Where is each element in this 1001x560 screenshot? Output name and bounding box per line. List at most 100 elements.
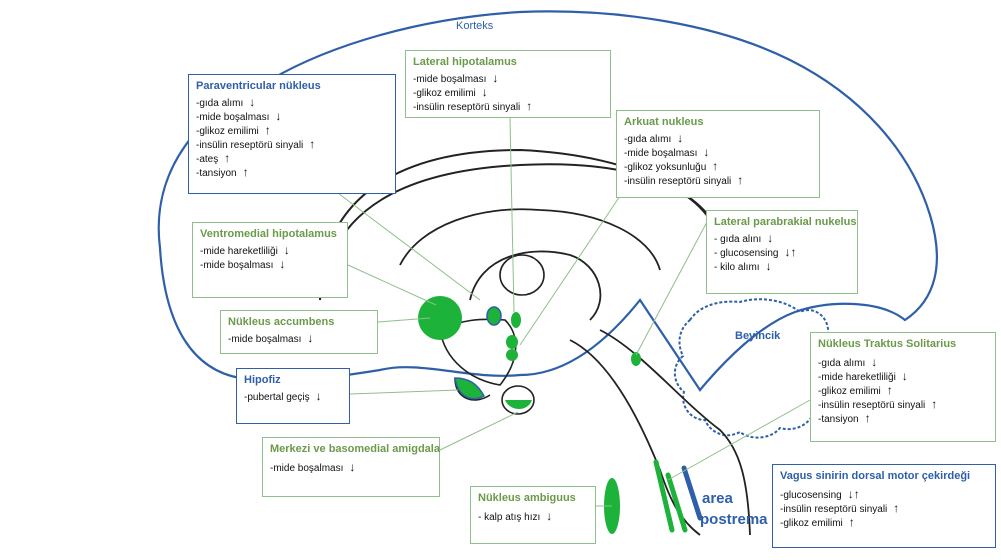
- effect-arrow-icon: ↓: [703, 145, 709, 159]
- effect-item: -glikoz emilimi↑: [196, 124, 388, 138]
- pituitary-nucleus: [455, 378, 484, 399]
- effect-text: -insülin reseptörü sinyali: [196, 140, 303, 151]
- pvn-nucleus: [487, 307, 501, 325]
- effect-list: -mide hareketliliği↓-mide boşalması↓: [200, 244, 340, 272]
- fornix: [400, 209, 660, 270]
- effect-text: - glucosensing: [714, 248, 778, 259]
- effect-item: -glikoz emilimi↑: [780, 516, 988, 530]
- effect-arrow-icon: ↑: [893, 501, 899, 515]
- effect-text: -mide boşalması: [270, 463, 343, 474]
- effect-list: - kalp atış hızı↓: [478, 510, 588, 524]
- effect-item: -gıda alımı ↓: [624, 132, 812, 146]
- effect-item: -mide boşalması ↓: [228, 332, 370, 346]
- effect-arrow-icon: ↑: [887, 383, 893, 397]
- effect-list: -gıda alımı↓-mide boşalması↓-glikoz yoks…: [624, 132, 812, 188]
- arc-nucleus-1: [506, 335, 518, 349]
- effect-arrow-icon: ↑: [224, 151, 230, 165]
- effect-text: -glikoz yoksunluğu: [624, 162, 706, 173]
- effect-arrow-icon: ↓: [275, 109, 281, 123]
- effect-list: -gıda alımı↓-mide boşalması↓-glikoz emil…: [196, 96, 388, 180]
- effect-arrow-icon: ↑: [931, 397, 937, 411]
- effect-list: -glucosensing↓↑-insülin reseptörü sinyal…: [780, 488, 988, 530]
- effect-list: -mide boşalması ↓: [228, 332, 370, 346]
- effect-text: - kilo alımı: [714, 262, 760, 273]
- lh-nucleus: [511, 312, 521, 328]
- effect-item: -gıda alımı↓: [196, 96, 388, 110]
- effect-text: -tansiyon: [196, 168, 237, 179]
- area-postrema-label-2: postrema: [700, 511, 768, 528]
- effect-item: -mide boşalması ↓: [413, 72, 603, 86]
- effect-arrow-icon: ↓: [349, 460, 355, 474]
- amygdala-nucleus: [505, 400, 532, 409]
- box-title: Lateral hipotalamus: [413, 56, 603, 68]
- effect-arrow-icon: ↓: [677, 131, 683, 145]
- effect-text: -mide boşalması: [228, 334, 301, 345]
- third-ventricle: [500, 255, 544, 295]
- effect-item: - gıda alını ↓: [714, 232, 850, 246]
- box-title: Paraventricular nükleus: [196, 80, 388, 92]
- effect-text: -glikoz emilimi: [780, 518, 843, 529]
- effect-item: -insülin reseptörü sinyali ↑: [818, 398, 988, 412]
- hipofiz-box: Hipofiz -pubertal geçiş↓: [236, 368, 350, 424]
- box-title: Ventromedial hipotalamus: [200, 228, 340, 240]
- box-title: Merkezi ve basomedial amigdala: [270, 443, 432, 455]
- effect-item: -glikoz emilimi↓: [413, 86, 603, 100]
- effect-text: -insülin reseptörü sinyali: [780, 504, 887, 515]
- vagus-box: Vagus sinirin dorsal motor çekirdeği -gl…: [772, 464, 996, 548]
- effect-item: -ateş↑: [196, 152, 388, 166]
- effect-arrow-icon: ↓: [482, 85, 488, 99]
- effect-list: -mide boşalması↓-glikoz emilimi↓-insülin…: [413, 72, 603, 114]
- effect-text: -mide boşalması: [413, 74, 486, 85]
- box-title: Vagus sinirin dorsal motor çekirdeği: [780, 470, 988, 482]
- effect-arrow-icon: ↑: [243, 165, 249, 179]
- box-title: Lateral parabrakial nukelus: [714, 216, 850, 228]
- effect-item: - kilo alımı↓: [714, 260, 850, 274]
- effect-arrow-icon: ↓: [307, 331, 313, 345]
- lateral-hipotalamus-box: Lateral hipotalamus -mide boşalması↓-gli…: [405, 50, 611, 118]
- effect-item: -mide boşalması ↓: [270, 461, 432, 475]
- box-title: Nükleus Traktus Solitarius: [818, 338, 988, 350]
- effect-list: -mide boşalması ↓: [270, 461, 432, 475]
- effect-item: - glucosensing↓↑: [714, 246, 850, 260]
- box-title: Arkuat nukleus: [624, 116, 812, 128]
- effect-text: -pubertal geçiş: [244, 392, 310, 403]
- effect-text: -mide boşalması: [196, 112, 269, 123]
- effect-text: -mide boşalması: [624, 148, 697, 159]
- effect-arrow-icon: ↓↑: [848, 487, 860, 501]
- effect-item: -tansiyon ↑: [196, 166, 388, 180]
- ventromedial-box: Ventromedial hipotalamus -mide hareketli…: [192, 222, 348, 298]
- effect-text: -insülin reseptörü sinyali: [818, 400, 925, 411]
- effect-item: - kalp atış hızı↓: [478, 510, 588, 524]
- korteks-label: Korteks: [456, 20, 493, 32]
- effect-text: -insülin reseptörü sinyali: [624, 176, 731, 187]
- effect-arrow-icon: ↓: [902, 369, 908, 383]
- effect-item: -insülin reseptörü sinyali↑: [624, 174, 812, 188]
- effect-text: -mide boşalması: [200, 260, 273, 271]
- effect-arrow-icon: ↓: [492, 71, 498, 85]
- effect-text: - kalp atış hızı: [478, 512, 540, 523]
- effect-text: -glikoz emilimi: [196, 126, 259, 137]
- amigdala-box: Merkezi ve basomedial amigdala -mide boş…: [262, 437, 440, 497]
- effect-arrow-icon: ↓: [871, 355, 877, 369]
- effect-text: - gıda alını: [714, 234, 761, 245]
- solitarius-box: Nükleus Traktus Solitarius -gıda alımı↓-…: [810, 332, 996, 442]
- effect-item: -mide hareketliliği↓: [200, 244, 340, 258]
- beyincik-label: Beyincik: [735, 330, 780, 342]
- box-title: Nükleus ambiguus: [478, 492, 588, 504]
- effect-text: -gıda alımı: [196, 98, 243, 109]
- effect-list: -gıda alımı↓-mide hareketliliği↓ -glikoz …: [818, 356, 988, 426]
- effect-item: -glikoz yoksunluğu ↑: [624, 160, 812, 174]
- box-title: Hipofiz: [244, 374, 342, 386]
- effect-item: -insülin reseptörü sinyali ↑: [196, 138, 388, 152]
- effect-list: -pubertal geçiş↓: [244, 390, 342, 404]
- effect-arrow-icon: ↓: [767, 231, 773, 245]
- effect-list: - gıda alını↓- glucosensing↓↑- kilo alım…: [714, 232, 850, 274]
- effect-item: -mide hareketliliği↓: [818, 370, 988, 384]
- arc-nucleus-2: [506, 349, 518, 361]
- effect-arrow-icon: ↑: [309, 137, 315, 151]
- effect-item: -gıda alımı↓: [818, 356, 988, 370]
- effect-arrow-icon: ↑: [712, 159, 718, 173]
- effect-text: -gıda alımı: [624, 134, 671, 145]
- lateral-parabrakial-box: Lateral parabrakial nukelus - gıda alını…: [706, 210, 858, 294]
- effect-text: -glikoz emilimi: [818, 386, 881, 397]
